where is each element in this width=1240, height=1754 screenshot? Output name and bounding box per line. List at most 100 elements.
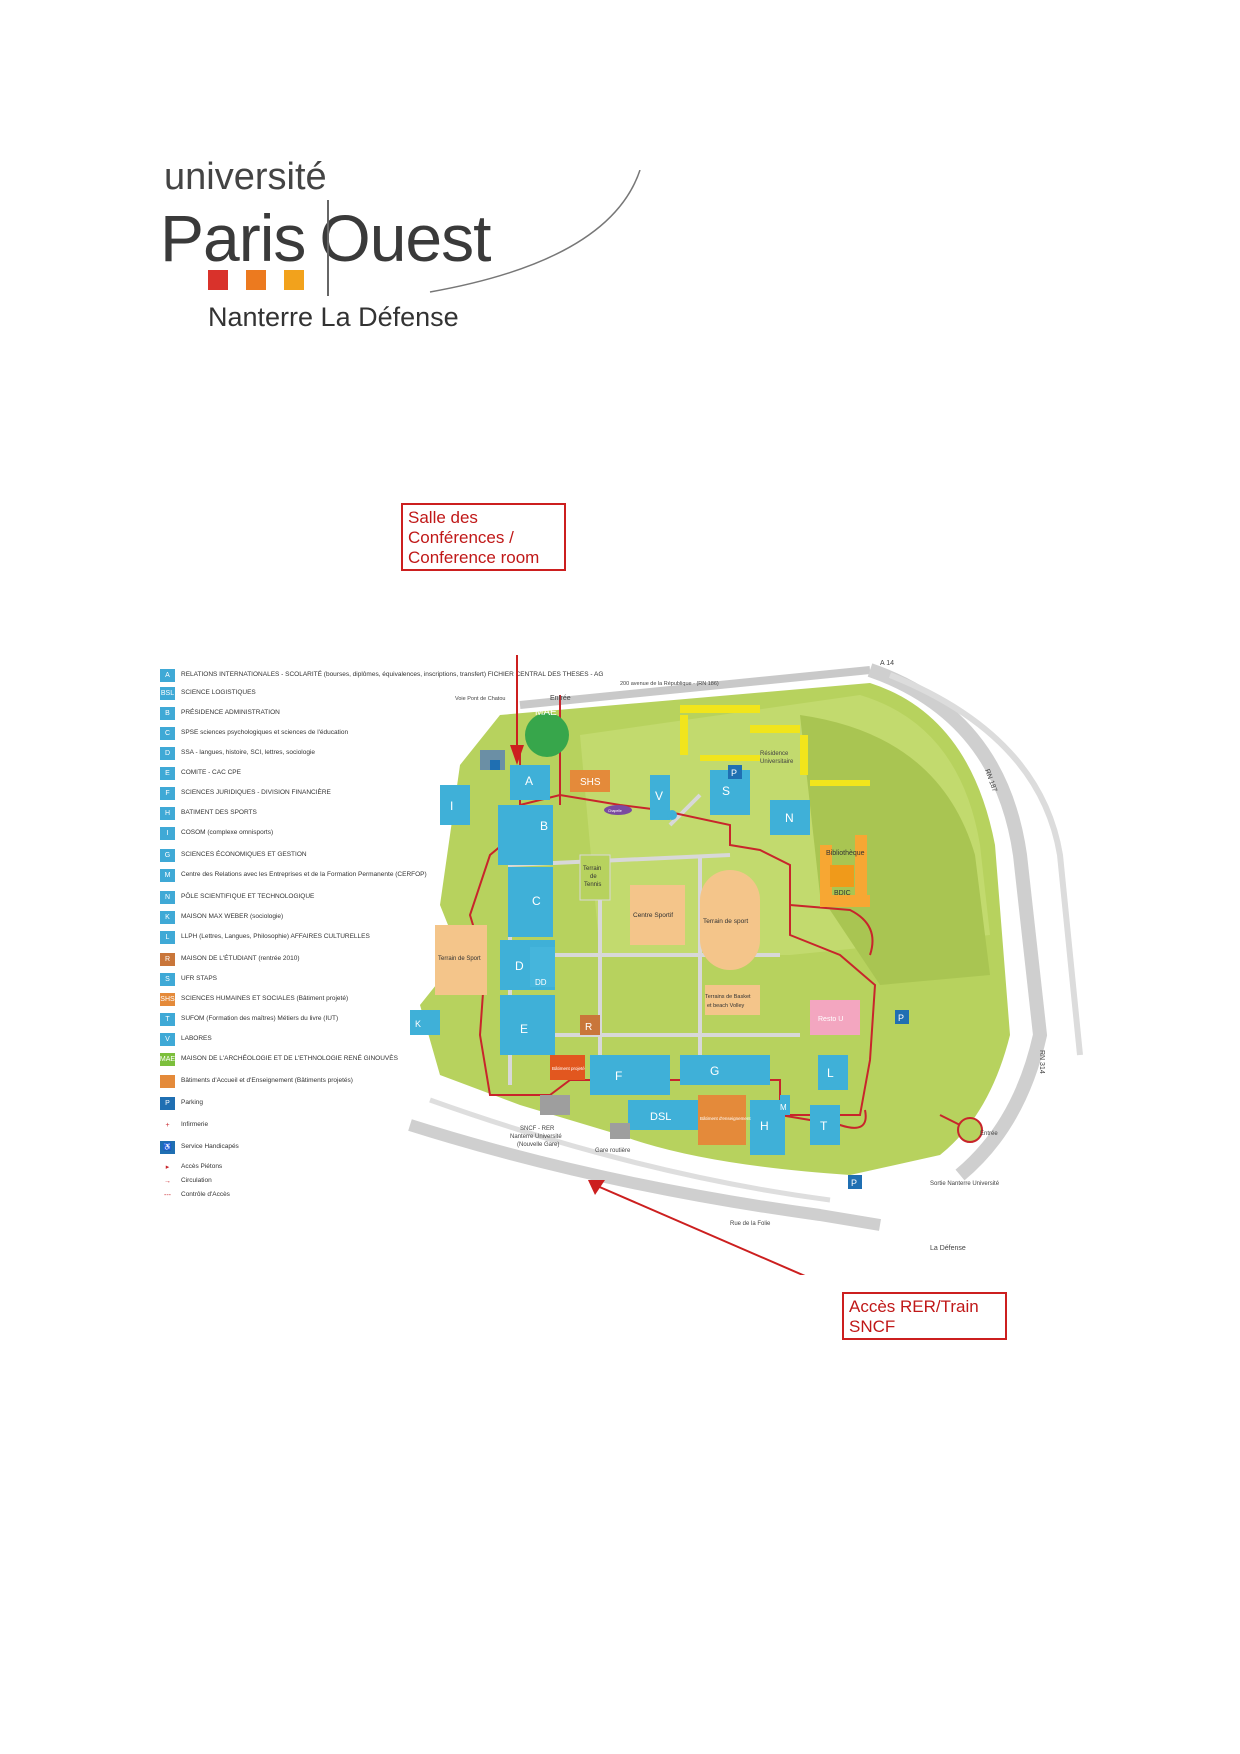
legend-row: --- Contrôle d'Accès — [160, 1188, 230, 1202]
legend-text: Infirmerie — [181, 1121, 209, 1128]
road-rn314 — [888, 672, 1083, 1056]
parking-top — [490, 760, 500, 770]
legend-text: SSA - langues, histoire, SCI, lettres, s… — [181, 749, 316, 756]
label-building-m: M — [780, 1103, 787, 1112]
legend-text: Accès Piétons — [181, 1163, 223, 1170]
parking-residence — [728, 765, 742, 779]
legend-row: ♿Service Handicapés — [160, 1140, 239, 1154]
legend-key: E — [160, 766, 175, 780]
label-basket-2: et beach Volley — [707, 1003, 745, 1009]
legend-row: →Circulation — [160, 1174, 212, 1188]
building-shs — [570, 770, 610, 792]
legend-row: Bâtiments d'Accueil et d'Enseignement (B… — [160, 1074, 353, 1088]
logo-line-nanterre: Nanterre La Défense — [208, 302, 459, 332]
logo-swoosh — [429, 170, 641, 293]
circulation-route-3 — [779, 1109, 867, 1129]
legend-key: R — [160, 952, 175, 966]
legend-key: B — [160, 706, 175, 720]
legend-key: D — [160, 746, 175, 760]
legend-text: RELATIONS INTERNATIONALES - SCOLARITÉ (b… — [181, 671, 604, 678]
label-rn-right: RN 314 — [1038, 1050, 1045, 1074]
legend-key: I — [160, 826, 175, 840]
legend-key: P — [160, 1096, 175, 1110]
label-rue-folie: Rue de la Folie — [730, 1221, 771, 1227]
legend-key: + — [160, 1118, 175, 1132]
terrain-tennis — [579, 854, 611, 901]
legend-key: H — [160, 806, 175, 820]
label-defense: La Défense — [930, 1245, 966, 1252]
legend-text: SUFOM (Formation des maîtres) Métiers du… — [181, 1015, 339, 1022]
label-building-a: A — [525, 774, 533, 788]
legend-row: MAE MAISON DE L'ARCHÉOLOGIE ET DE L'ETHNO… — [160, 1052, 398, 1066]
residence-buildings — [680, 705, 870, 786]
label-building-mae: MAE — [535, 707, 557, 718]
roundabout — [957, 1117, 983, 1143]
legend-key — [160, 1074, 175, 1088]
building-m — [780, 1095, 790, 1115]
label-tennis-3: Tennis — [584, 882, 601, 888]
label-sncf-1: SNCF - RER — [520, 1126, 555, 1132]
label-building-dd: DD — [535, 978, 547, 987]
legend-text: Bâtiments d'Accueil et d'Enseignement (B… — [181, 1077, 353, 1084]
label-a14: A 14 — [880, 660, 894, 667]
building-t — [810, 1105, 840, 1145]
callout-conference-line1: Salle des — [408, 508, 478, 527]
building-r — [580, 1015, 600, 1035]
logo-square-yellow — [284, 270, 304, 290]
logo-square-orange — [246, 270, 266, 290]
legend-key: BSL — [160, 686, 175, 700]
arrow-head-conference — [510, 745, 524, 765]
legend-text: PRÉSIDENCE ADMINISTRATION — [181, 709, 280, 716]
campus-map: A 14 200 avenue de la République - (RN 1… — [408, 655, 1083, 1275]
label-building-shs: SHS — [580, 777, 601, 788]
legend-text: LABORES — [181, 1035, 212, 1042]
building-chapelle — [604, 805, 632, 815]
road-a14 — [867, 663, 1048, 1181]
label-projet1: Bâtiment projeté — [552, 1066, 585, 1071]
label-sncf-3: (Nouvelle Gare) — [517, 1142, 559, 1148]
label-building-i: I — [450, 799, 453, 813]
label-basket-1: Terrains de Basket — [705, 994, 751, 1000]
centre-sportif — [630, 885, 685, 945]
circulation-route-5 — [939, 1114, 961, 1126]
callout-rer-access: Accès RER/Train SNCF — [842, 1292, 1007, 1340]
legend-key: MAE — [160, 1052, 175, 1066]
legend-key: --- — [160, 1188, 175, 1202]
logo-square-red — [208, 270, 228, 290]
label-parking-residence: P — [731, 768, 737, 778]
label-projet2: Bâtiment d'enseignement — [700, 1116, 751, 1121]
legend-key: G — [160, 848, 175, 862]
logo-paris: Paris — [160, 201, 306, 275]
label-republique: 200 avenue de la République - (RN 186) — [620, 681, 719, 687]
label-tennis-2: de — [590, 874, 597, 880]
legend-text: BATIMENT DES SPORTS — [181, 809, 257, 816]
legend-key: ▸ — [160, 1160, 175, 1174]
legend-key: ♿ — [160, 1140, 175, 1154]
building-k — [410, 1010, 440, 1035]
legend-text: MAISON DE L'ARCHÉOLOGIE ET DE L'ETHNOLOG… — [181, 1055, 398, 1062]
label-chapelle: Chapelle — [608, 809, 622, 813]
road-bottom — [408, 1119, 881, 1231]
label-building-l: L — [827, 1066, 834, 1080]
arrow-head-rer — [588, 1180, 605, 1195]
building-f — [590, 1055, 670, 1095]
legend-key: L — [160, 930, 175, 944]
terrains-basket — [705, 985, 760, 1015]
label-tennis-1: Terrain — [583, 866, 601, 872]
label-building-h: H — [760, 1119, 769, 1133]
callout-rer-line2: SNCF — [849, 1317, 896, 1336]
legend-text: Contrôle d'Accès — [181, 1191, 230, 1198]
building-l — [818, 1055, 848, 1090]
callout-conference-line2: Conférences / — [408, 528, 514, 547]
label-parking-bottom-right: P — [851, 1178, 857, 1188]
